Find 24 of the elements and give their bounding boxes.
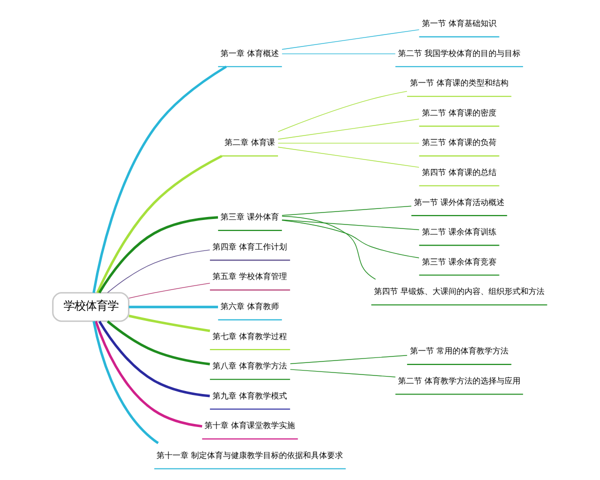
connector — [282, 29, 420, 50]
connector — [290, 355, 408, 364]
connector — [282, 220, 420, 258]
connector — [128, 282, 210, 299]
connector — [92, 66, 227, 293]
connector — [282, 220, 420, 230]
connector — [98, 216, 218, 294]
node-box: 学校体育学 — [52, 292, 130, 322]
connector — [278, 142, 420, 144]
connector — [94, 320, 202, 428]
connector — [128, 314, 210, 332]
connector — [92, 320, 159, 444]
connector — [106, 320, 210, 366]
connector — [98, 320, 210, 398]
connector — [282, 53, 396, 54]
connector — [282, 206, 412, 216]
connector — [278, 118, 420, 140]
connector — [290, 369, 396, 378]
connector — [107, 250, 210, 294]
connector — [128, 306, 218, 308]
connector — [278, 146, 420, 168]
connector — [278, 90, 408, 132]
connector — [96, 154, 222, 294]
connector — [282, 216, 376, 280]
